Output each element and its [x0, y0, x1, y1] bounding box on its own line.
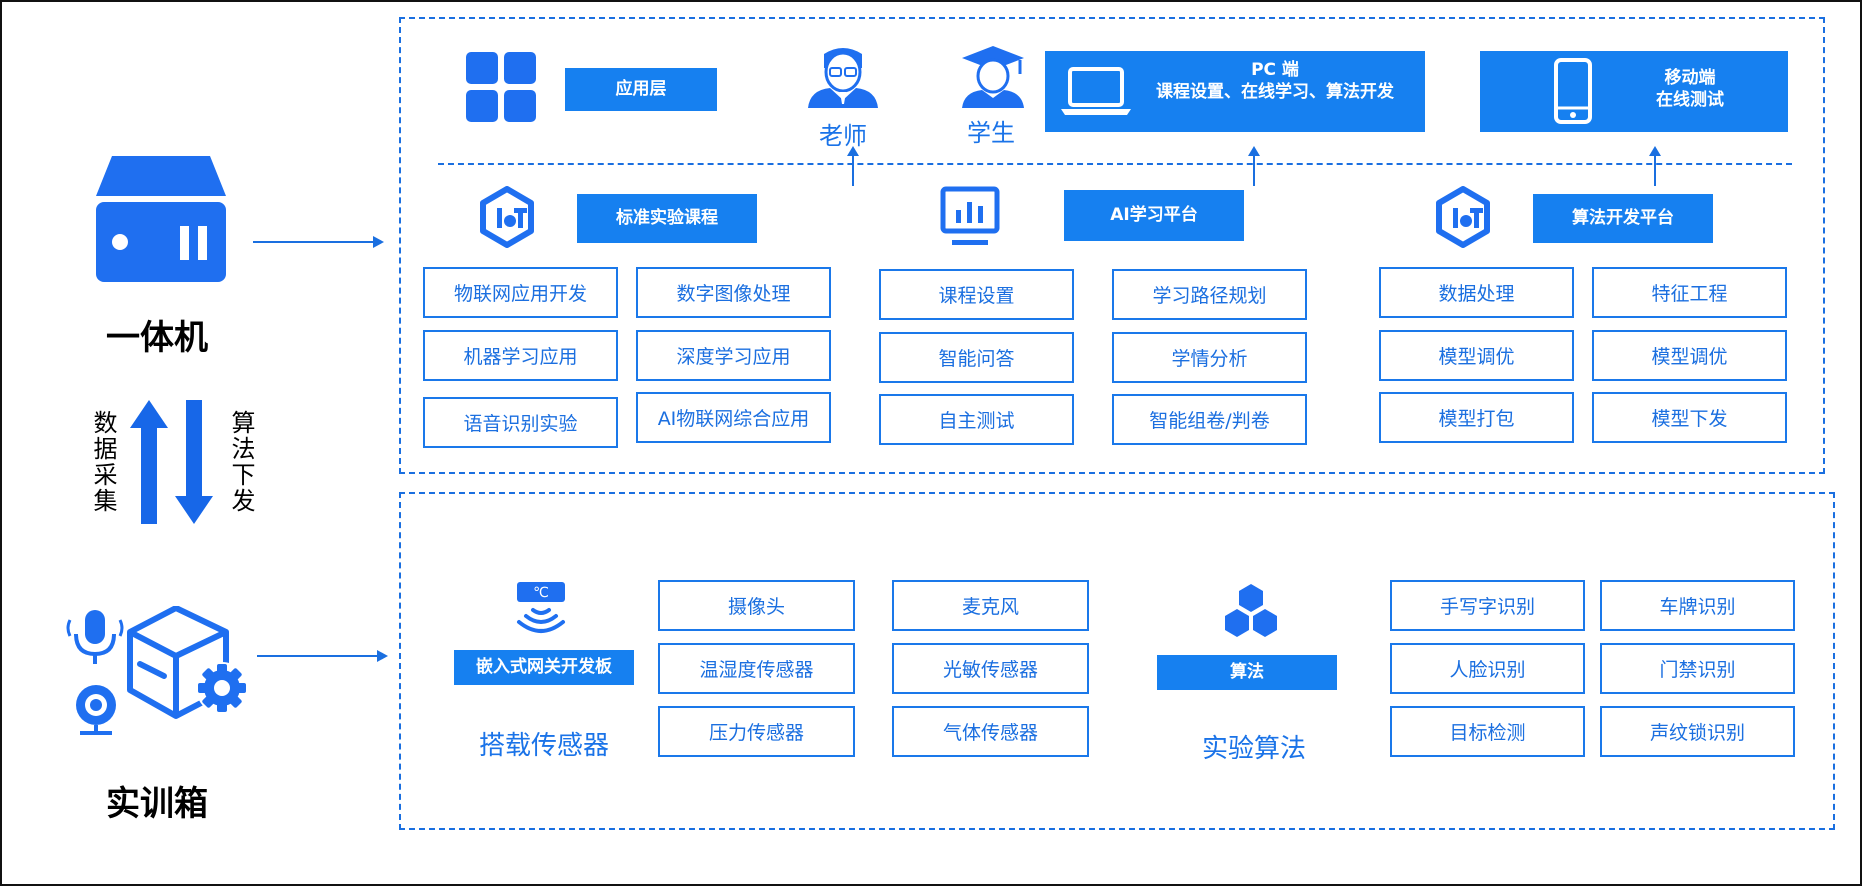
algo-deploy-label: 算法下发 [227, 410, 255, 514]
student-icon [958, 46, 1028, 108]
pc-client-title: PC 端 [1251, 60, 1299, 80]
monitor-chart-icon [940, 186, 1000, 248]
algo-item: 门禁识别 [1600, 643, 1795, 694]
algo-title: 实验算法 [1201, 734, 1306, 764]
algo-label: 算法 [1157, 655, 1337, 690]
device-label: 一体机 [106, 318, 208, 358]
mobile-client-block: 移动端 在线测试 [1480, 51, 1788, 132]
platform-item: 智能问答 [879, 332, 1074, 383]
server-icon [94, 154, 228, 284]
section-title-standard: 标准实验课程 [577, 194, 757, 243]
course-item: 机器学习应用 [423, 330, 618, 381]
algo-item: 声纹锁识别 [1600, 706, 1795, 757]
sensor-item: 温湿度传感器 [658, 643, 855, 694]
algo-platform-item: 数据处理 [1379, 267, 1574, 318]
pc-client-desc: 课程设置、在线学习、算法开发 [1156, 82, 1394, 103]
iot-icon [1432, 186, 1494, 248]
up-arrow-icon [129, 400, 169, 524]
sensor-item: 光敏传感器 [892, 643, 1089, 694]
microphone-icon [66, 608, 124, 666]
platform-item: 自主测试 [879, 394, 1074, 445]
sensor-icon-text: ℃ [533, 585, 549, 601]
algo-platform-item: 模型调优 [1592, 330, 1787, 381]
phone-icon [1553, 58, 1593, 124]
app-layer-label: 应用层 [565, 68, 717, 111]
data-collect-label: 数据采集 [89, 410, 117, 514]
course-item: 数字图像处理 [636, 267, 831, 318]
board-label: 嵌入式网关开发板 [454, 650, 634, 685]
box-gear-icon [126, 606, 254, 730]
student-label: 学生 [967, 119, 1015, 147]
hexagon-cluster-icon [1216, 584, 1286, 650]
algo-item: 手写字识别 [1390, 580, 1585, 631]
laptop-icon [1061, 67, 1131, 117]
platform-item: 学情分析 [1112, 332, 1307, 383]
platform-section [399, 17, 1825, 474]
teacher-label: 老师 [819, 122, 867, 150]
arrow-to-pc [1247, 146, 1261, 186]
layer-divider [438, 163, 1792, 165]
sensor-item: 气体传感器 [892, 706, 1089, 757]
algo-item: 目标检测 [1390, 706, 1585, 757]
platform-item: 课程设置 [879, 269, 1074, 320]
arrow-to-mobile [1648, 146, 1662, 186]
platform-item: 智能组卷/判卷 [1112, 394, 1307, 445]
sensors-title: 搭载传感器 [478, 731, 609, 761]
camera-icon [72, 683, 120, 737]
sensor-item: 摄像头 [658, 580, 855, 631]
training-box-label: 实训箱 [106, 784, 208, 824]
course-item: AI物联网综合应用 [636, 392, 831, 443]
mobile-client-desc: 在线测试 [1656, 90, 1724, 111]
algo-item: 人脸识别 [1390, 643, 1585, 694]
pc-client-block: PC 端 课程设置、在线学习、算法开发 [1045, 51, 1425, 132]
hardware-section [399, 492, 1835, 830]
sensor-item: 麦克风 [892, 580, 1089, 631]
sensor-item: 压力传感器 [658, 706, 855, 757]
course-item: 语音识别实验 [423, 397, 618, 448]
arrow-to-top-section [253, 232, 385, 252]
iot-icon [476, 186, 538, 248]
algo-platform-item: 模型下发 [1592, 392, 1787, 443]
mobile-client-title: 移动端 [1664, 68, 1716, 88]
algo-platform-item: 模型打包 [1379, 392, 1574, 443]
algo-platform-item: 模型调优 [1379, 330, 1574, 381]
section-title-ai-platform: AI学习平台 [1064, 190, 1244, 241]
section-title-algo-platform: 算法开发平台 [1533, 194, 1713, 243]
course-item: 深度学习应用 [636, 330, 831, 381]
arrow-to-bottom-section [257, 646, 389, 666]
sensor-icon: ℃ [514, 582, 568, 634]
down-arrow-icon [174, 400, 214, 524]
course-item: 物联网应用开发 [423, 267, 618, 318]
algo-platform-item: 特征工程 [1592, 267, 1787, 318]
algo-item: 车牌识别 [1600, 580, 1795, 631]
arrow-to-teacher [846, 146, 860, 186]
grid-icon [466, 52, 536, 122]
teacher-icon [806, 46, 880, 108]
platform-item: 学习路径规划 [1112, 269, 1307, 320]
